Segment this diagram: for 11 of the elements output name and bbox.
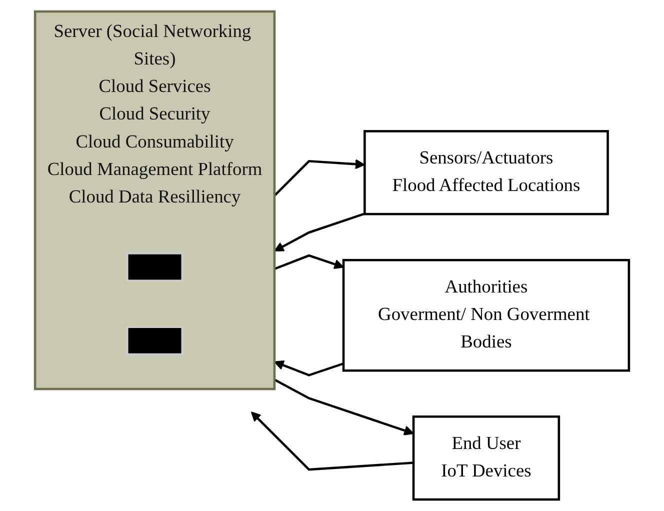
- node-box: Authorities Goverment/ Non Goverment Bodies: [342, 258, 630, 372]
- node-box: End User IoT Devices: [412, 415, 560, 501]
- arrow: [274, 360, 344, 376]
- arrow: [274, 378, 414, 436]
- node-box: [126, 252, 184, 282]
- arrow: [250, 412, 414, 471]
- node-box: [126, 326, 184, 356]
- arrow: [274, 212, 366, 252]
- cluster: Server (Social Networking Sites) Cloud Services Cloud Security Cloud Consumability Cloud Management Platform Cloud Data Resilliency: [34, 10, 276, 390]
- arrow: [274, 254, 344, 270]
- node-box: Sensors/Actuators Flood Affected Locations: [364, 130, 609, 216]
